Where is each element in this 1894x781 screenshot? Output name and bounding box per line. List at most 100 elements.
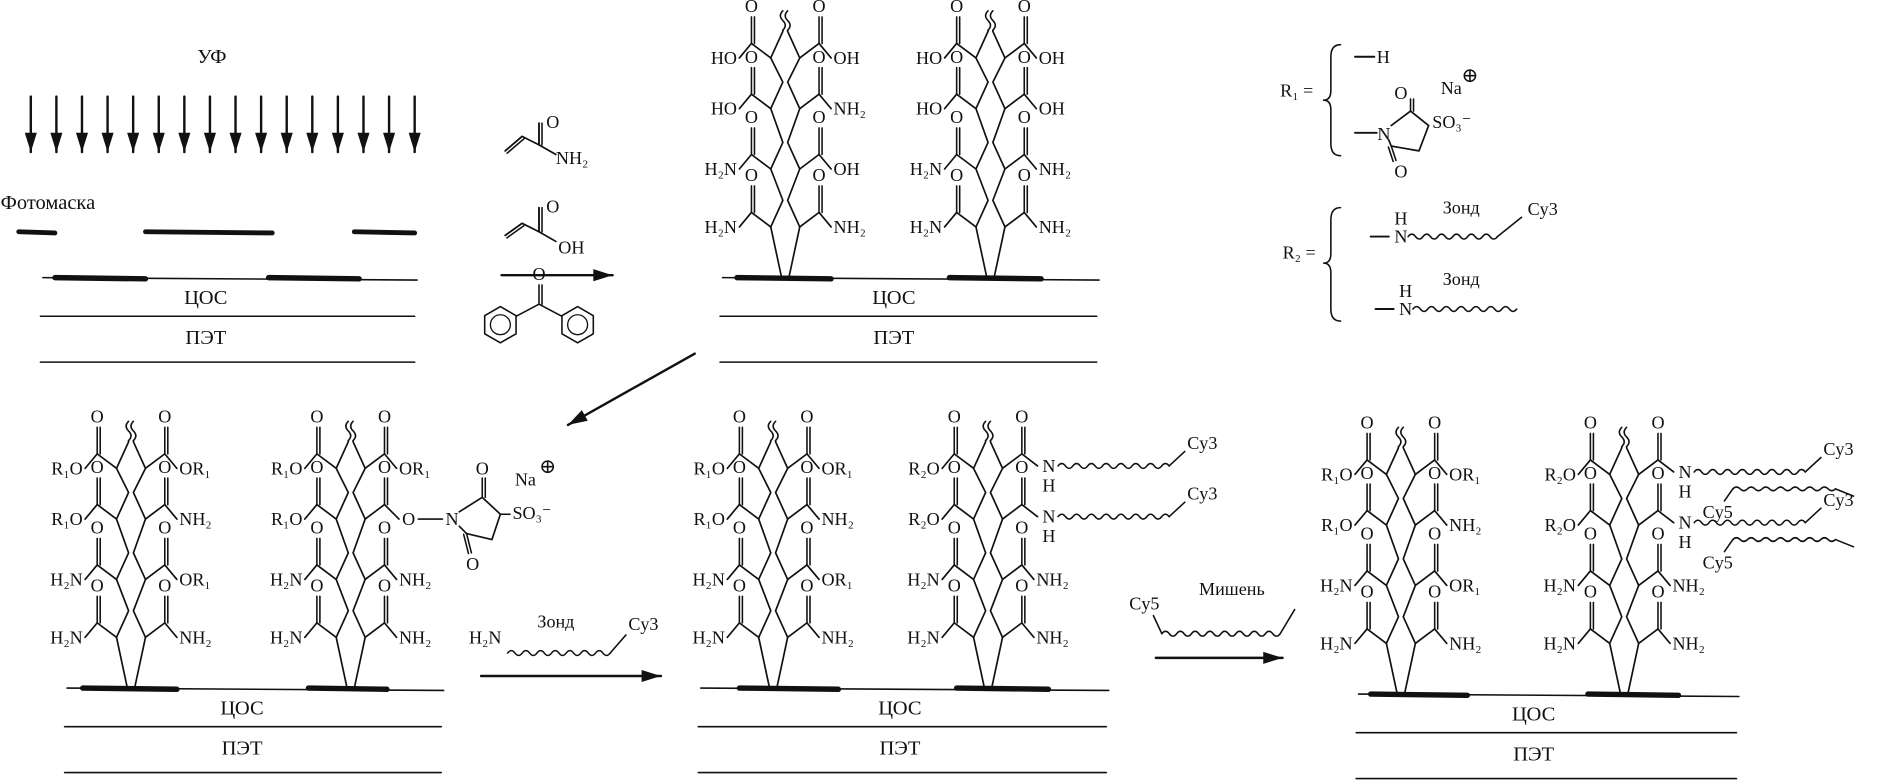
carbonyl-oxygen: O [800, 406, 813, 426]
functional-group-label: H₂N [270, 569, 302, 589]
dye-linker [1804, 507, 1822, 524]
dye-label-cy5: Cy5 [1703, 502, 1733, 522]
bond [1657, 628, 1671, 645]
bond [1020, 622, 1035, 639]
carbonyl-oxygen: O [91, 518, 104, 538]
surface-spot [265, 274, 362, 282]
substrate-layer-label: ЦОС [878, 698, 921, 720]
side-chain-bond [364, 453, 386, 470]
carbonyl-oxygen: O [1018, 107, 1031, 127]
surface-spot [52, 274, 149, 282]
uv-arrow-head [178, 132, 191, 153]
functional-group-label: H₂N [50, 627, 82, 647]
carbonyl-oxygen: O [91, 575, 104, 595]
acrylic-acid-hydroxyl: OH [558, 237, 584, 257]
bond [818, 93, 832, 110]
bond [538, 230, 557, 243]
nhs-nitrogen: N [446, 509, 459, 529]
side-chain-bond [1001, 503, 1023, 520]
probe-oligo [1693, 468, 1807, 476]
r2-probe-label: Зонд [1443, 198, 1480, 218]
functional-group-label: NH₂ [1036, 569, 1068, 589]
ester-bond [383, 503, 400, 520]
functional-group-label: H₂N [270, 627, 302, 647]
side-chain-bond [364, 503, 386, 520]
side-chain-bond [1637, 628, 1659, 645]
chain-end-wiggle [345, 420, 352, 442]
side-chain-bond [144, 453, 166, 470]
polymer-backbone [352, 439, 367, 689]
amide-nitrogen: N [1042, 456, 1055, 476]
side-chain-bond [953, 503, 975, 520]
substrate-layer-label: ЦОС [1512, 704, 1555, 726]
bond [818, 42, 832, 59]
bond [1354, 570, 1368, 587]
bond [515, 303, 563, 318]
carbonyl-oxygen: O [745, 165, 758, 185]
amide-hydrogen: H [1042, 526, 1055, 546]
uv-arrow-head [152, 132, 165, 153]
substrate-layer-label: ЦОС [220, 698, 263, 720]
benzophenone-ring-aromatic [489, 314, 511, 336]
amide-hydrogen: H [1042, 475, 1055, 495]
functional-group-label: OR₁ [179, 569, 210, 589]
side-chain-bond [1637, 509, 1659, 526]
side-chain-bond [316, 564, 338, 581]
amide-bond [1657, 459, 1675, 473]
side-chain-bond [738, 564, 760, 581]
amide-hydrogen: H [1679, 532, 1692, 552]
dye-label-cy3: Cy3 [1187, 433, 1217, 453]
carbonyl-oxygen: O [1651, 463, 1664, 483]
uv-arrow-head [357, 132, 370, 153]
surface-spot [734, 274, 834, 282]
photomask-bar [16, 229, 58, 236]
bond [1577, 509, 1592, 526]
bond [738, 211, 753, 228]
chain-end-wiggle [1618, 426, 1625, 448]
bond [726, 622, 741, 639]
side-chain-bond [953, 564, 975, 581]
functional-group-label: NH₂ [1449, 633, 1481, 653]
polymer-backbone [1625, 445, 1640, 695]
substrate-base-label: ПЭТ [879, 737, 920, 759]
carbonyl-oxygen: O [813, 47, 826, 67]
chain-end-wiggle [784, 10, 791, 31]
target-oligo [1732, 536, 1837, 543]
benzophenone-ring [561, 305, 595, 344]
chain-end-wiggle [982, 420, 989, 442]
uv-arrow-head [331, 132, 344, 153]
dye-linker [1152, 614, 1163, 635]
succinimide-ring [458, 496, 502, 541]
bond [941, 453, 956, 470]
carbonyl-oxygen: O [950, 47, 963, 67]
r2-dye-label: Cy3 [1528, 199, 1558, 219]
r2-brace [1322, 206, 1342, 322]
functional-group-label: NH₂ [179, 627, 211, 647]
polymer-backbone [115, 439, 130, 689]
amide-nitrogen: N [1042, 507, 1055, 527]
side-chain-bond [1414, 628, 1436, 645]
functional-group-label: NH₂ [821, 509, 853, 529]
benzophenone-ring-aromatic [567, 314, 589, 336]
surface-spot [953, 685, 1052, 692]
polymer-backbone [1385, 445, 1400, 695]
carbonyl-oxygen: O [378, 518, 391, 538]
functional-group-label: NH₂ [834, 99, 866, 119]
reaction-arrow-hybridization-head [1263, 651, 1283, 664]
carbonyl-oxygen: O [745, 0, 758, 16]
substrate-base-label: ПЭТ [1513, 743, 1554, 765]
bond [303, 453, 318, 470]
functional-group-label: R₁O [51, 458, 82, 478]
bond [943, 93, 958, 110]
carbonyl-oxygen: O [1584, 524, 1597, 544]
functional-group-label: NH₂ [1039, 217, 1071, 237]
functional-group-label: OR₁ [1449, 464, 1480, 484]
sulfonate-group: SO₃⁻ [1432, 112, 1471, 132]
carbonyl-oxygen: O [1361, 524, 1374, 544]
functional-group-label: NH₂ [1672, 633, 1704, 653]
carbonyl-oxygen: O [1651, 582, 1664, 602]
functional-group-label: NH₂ [1039, 159, 1071, 179]
side-chain-bond [750, 211, 772, 228]
bond [943, 42, 958, 59]
target-tail [1834, 538, 1855, 548]
